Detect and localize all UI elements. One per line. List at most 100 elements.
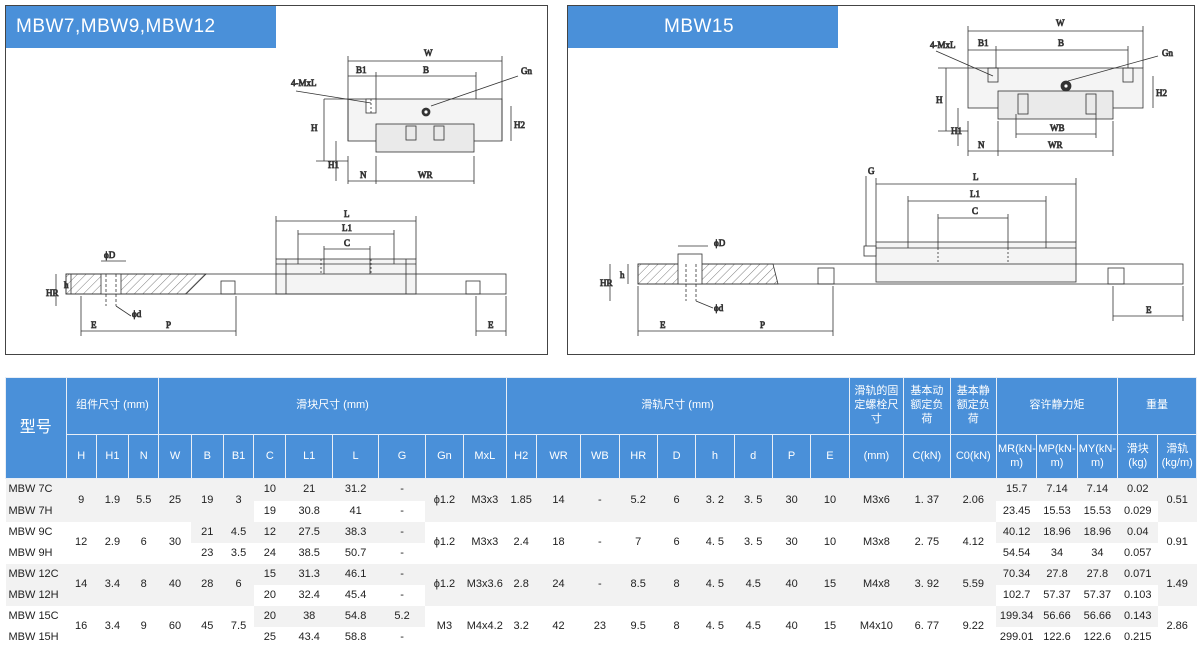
subheader-h2: H2: [505, 434, 537, 479]
cell-mr: 15.7: [996, 478, 1037, 501]
cell-h2: 2.8: [506, 563, 537, 606]
cell-w: 25: [158, 478, 192, 522]
header-rail: 滑轨尺寸 (mm): [505, 377, 850, 435]
subheader-w: W: [158, 434, 192, 479]
label-D: ϕD: [104, 250, 116, 260]
subheader-b: B: [190, 434, 224, 479]
label-C-r: C: [972, 206, 978, 216]
cell-h: 14: [66, 563, 97, 606]
cell-my: 18.96: [1077, 521, 1118, 543]
subheader-h1: H1: [95, 434, 130, 479]
cell-wb: -: [580, 478, 620, 522]
cell-g: -: [378, 521, 426, 543]
label-h: h: [64, 280, 69, 290]
label-W: W: [424, 48, 433, 58]
cell-wb: -: [580, 563, 620, 606]
cell-b: 23: [191, 542, 224, 564]
cell-e: 10: [810, 478, 850, 522]
cell-g: -: [378, 626, 426, 648]
cell-rail-kgm: 0.51: [1157, 478, 1197, 522]
cell-bolt: M3x8: [849, 521, 904, 564]
cell-b: 19: [191, 478, 224, 522]
cell-mp: 7.14: [1036, 478, 1078, 501]
cell-block-kg: 0.02: [1117, 478, 1158, 501]
cell-c0-kn: 2.06: [950, 478, 997, 522]
cell-mp: 34: [1036, 542, 1078, 564]
cell-h: 16: [66, 605, 97, 648]
cell-c: 15: [253, 563, 286, 585]
label-H2-r: H2: [1156, 88, 1167, 98]
cell-h: 12: [66, 521, 97, 564]
cell-my: 122.6: [1077, 626, 1118, 648]
subheader-c0-kn: C0(kN): [949, 434, 997, 479]
label-H1-r: H1: [951, 126, 962, 136]
cell-d: 8: [657, 563, 696, 606]
cell-mxl: M4x4.2: [463, 605, 507, 648]
subheader-l1: L1: [285, 434, 333, 479]
cell-b: 28: [191, 563, 224, 606]
cell-h1: 2.9: [96, 521, 129, 564]
side-view-right: [609, 176, 1184, 336]
cell-d: 3. 5: [734, 478, 773, 522]
cell-model: MBW 7H: [5, 500, 67, 522]
cell-c0-kn: 9.22: [950, 605, 997, 648]
cell-n: 9: [128, 605, 159, 648]
cell-d: 8: [657, 605, 696, 648]
cell-mr: 54.54: [996, 542, 1037, 564]
cell-n: 8: [128, 563, 159, 606]
cell-h1: 3.4: [96, 605, 129, 648]
cell-mr: 299.01: [996, 626, 1037, 648]
label-L-r: L: [973, 172, 979, 182]
cell-c: 10: [253, 478, 286, 501]
cell-l: 38.3: [332, 521, 379, 543]
cell-my: 57.37: [1077, 584, 1118, 606]
cell-block-kg: 0.057: [1117, 542, 1158, 564]
subheader-hr: HR: [618, 434, 658, 479]
subheader-l: L: [331, 434, 380, 479]
cell-l: 46.1: [332, 563, 379, 585]
header-moment: 容许静力矩: [995, 377, 1119, 435]
cell-my: 56.66: [1077, 605, 1118, 627]
cell-gn: ϕ1.2: [425, 478, 464, 522]
cell-l1: 38: [285, 605, 333, 627]
cell-w: 30: [158, 521, 192, 564]
cell-h2: 2.4: [506, 521, 537, 564]
cell-my: 27.8: [1077, 563, 1118, 585]
cell-c: 12: [253, 521, 286, 543]
cell-b1: 7.5: [223, 605, 254, 648]
cell-wr: 42: [536, 605, 581, 648]
cell-h2: 3.2: [506, 605, 537, 648]
label-B-r: B: [1058, 38, 1064, 48]
cell-block-kg: 0.04: [1117, 521, 1158, 543]
cell-rail-kgm: 1.49: [1157, 563, 1197, 606]
subheader-c: C: [253, 434, 287, 479]
cell-c: 19: [253, 500, 286, 522]
cell-mp: 56.66: [1036, 605, 1078, 627]
label-E: E: [91, 320, 97, 330]
cell-my: 15.53: [1077, 500, 1118, 522]
cell-wr: 18: [536, 521, 581, 564]
cell-c: 25: [253, 626, 286, 648]
cell-e: 15: [810, 563, 850, 606]
cell-b1: 3.5: [223, 542, 254, 564]
cell-c: 24: [253, 542, 286, 564]
cell-l1: 27.5: [285, 521, 333, 543]
label-E-r2: E: [1146, 305, 1152, 315]
cell-mp: 122.6: [1036, 626, 1078, 648]
label-E-r: E: [660, 320, 666, 330]
cell-rail-kgm: 0.91: [1157, 521, 1197, 564]
header-static-load: 基本静额定负荷: [949, 377, 997, 435]
cell-mp: 27.8: [1036, 563, 1078, 585]
cell-g: -: [378, 584, 426, 606]
cell-l1: 32.4: [285, 584, 333, 606]
cell-l1: 31.3: [285, 563, 333, 585]
subheader-h: H: [65, 434, 97, 479]
cell-model: MBW 12C: [5, 563, 67, 585]
cell-l: 58.8: [332, 626, 379, 648]
label-B: B: [423, 65, 429, 75]
label-WB-r: WB: [1050, 123, 1065, 133]
subheader-h: h: [695, 434, 735, 479]
